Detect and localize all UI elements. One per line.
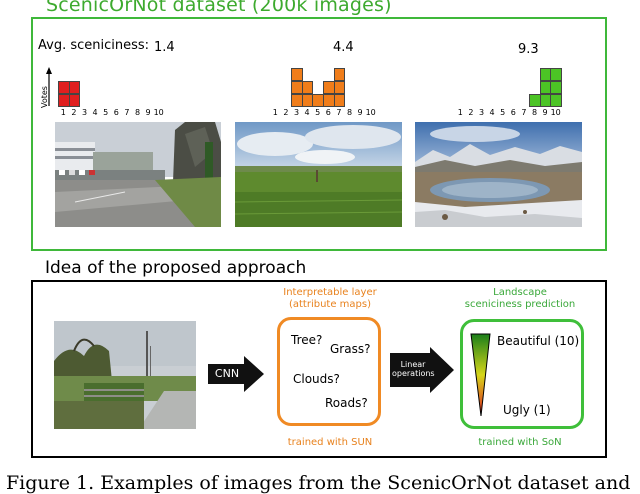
vote-tick-label: 3: [478, 108, 485, 117]
vote-tick-label: 7: [124, 108, 130, 117]
vote-tick-label: 6: [325, 108, 331, 117]
cnn-arrow: [208, 356, 264, 392]
approach-title: Idea of the proposed approach: [45, 258, 307, 278]
vote-tick-label: 5: [103, 108, 109, 117]
vote-block: [301, 81, 314, 94]
vote-tick-label: 8: [346, 108, 353, 117]
interp-layer-subtitle: (attribute maps): [288, 299, 372, 310]
example-score: 4.4: [333, 40, 354, 55]
prediction-box: [460, 319, 584, 429]
interp-layer-footer: trained with SUN: [287, 437, 373, 448]
prediction-title: Landscape: [493, 287, 547, 298]
example-score: 9.3: [518, 42, 539, 57]
green-field-photo: [235, 122, 402, 227]
linear-label: Linear: [400, 360, 426, 369]
vote-block: [550, 68, 562, 81]
sceniciness-scale-icon: [470, 333, 491, 417]
vote-tick-label: 6: [113, 108, 119, 117]
vote-tick-label: 8: [531, 108, 538, 117]
vote-tick-label: 10: [153, 108, 164, 117]
vote-tick-label: 2: [283, 108, 289, 117]
cnn-label: CNN: [214, 367, 240, 380]
interp-layer-title: Interpretable layer: [283, 287, 377, 298]
vote-tick-label: 3: [81, 108, 88, 117]
vote-tick-label: 8: [134, 108, 141, 117]
beautiful-label: Beautiful (10): [497, 334, 580, 348]
vote-block: [333, 94, 346, 107]
vote-block: [68, 94, 81, 107]
attribute-clouds: Clouds?: [293, 372, 340, 386]
vote-tick-label: 4: [304, 108, 310, 117]
vote-tick-label: 2: [71, 108, 77, 117]
dataset-frame: [31, 17, 607, 251]
attribute-grass: Grass?: [330, 342, 371, 356]
dataset-title: ScenicOrNot dataset (200k images): [46, 0, 392, 16]
example-score: 1.4: [154, 40, 175, 55]
interp-layer-box: [277, 317, 381, 426]
vote-block: [550, 94, 562, 107]
prediction-subtitle: sceniciness prediction: [464, 299, 576, 310]
vote-tick-label: 7: [336, 108, 342, 117]
vote-block: [68, 81, 81, 94]
vote-block: [333, 68, 346, 81]
vote-tick-label: 1: [457, 108, 463, 117]
vote-tick-label: 1: [272, 108, 278, 117]
vote-tick-label: 3: [293, 108, 300, 117]
prediction-footer: trained with SoN: [478, 437, 562, 448]
input-photo: [54, 321, 196, 429]
linear-operations-arrow: [390, 347, 454, 393]
attribute-roads: Roads?: [325, 396, 368, 410]
vote-tick-label: 5: [500, 108, 506, 117]
mountain-lake-photo: [415, 122, 582, 227]
vote-block: [333, 81, 346, 94]
vote-tick-label: 2: [468, 108, 474, 117]
vote-tick-label: 1: [60, 108, 66, 117]
vote-tick-label: 10: [365, 108, 376, 117]
vote-tick-label: 4: [92, 108, 98, 117]
vote-tick-label: 9: [145, 108, 151, 117]
vote-tick-label: 9: [357, 108, 363, 117]
urban-road-photo: [55, 122, 221, 227]
vote-tick-label: 10: [550, 108, 561, 117]
vote-tick-label: 6: [510, 108, 516, 117]
vote-tick-label: 5: [315, 108, 321, 117]
avg-sceniciness-label: Avg. sceniciness:: [38, 38, 150, 53]
vote-tick-label: 9: [542, 108, 548, 117]
approach-frame: [31, 280, 607, 458]
vote-tick-label: 7: [521, 108, 527, 117]
vote-tick-label: 4: [489, 108, 495, 117]
ugly-label: Ugly (1): [503, 403, 551, 417]
vote-block: [550, 81, 562, 94]
figure-caption: Figure 1. Examples of images from the Sc…: [6, 472, 631, 494]
votes-axis-arrow: [46, 67, 52, 106]
attribute-tree: Tree?: [291, 333, 323, 347]
votes-axis-label: Votes: [40, 86, 49, 108]
vote-block: [291, 68, 303, 81]
linear-label-2: operations: [392, 369, 435, 378]
